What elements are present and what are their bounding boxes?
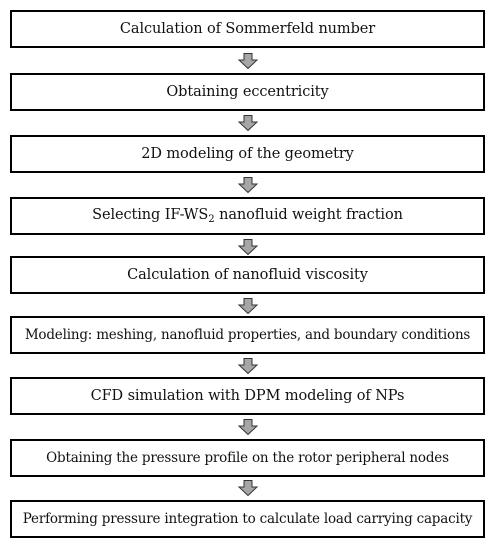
step-label-post: nanofluid weight fraction	[214, 207, 403, 223]
step-sommerfeld-number: Calculation of Sommerfeld number	[10, 10, 485, 48]
step-pressure-profile: Obtaining the pressure profile on the ro…	[10, 439, 485, 477]
down-arrow-icon	[238, 419, 258, 435]
down-arrow-icon	[238, 358, 258, 374]
down-arrow-icon	[238, 298, 258, 314]
step-modeling: Modeling: meshing, nanofluid properties,…	[10, 316, 485, 354]
step-label: Performing pressure integration to calcu…	[22, 511, 473, 527]
down-arrow-icon	[238, 53, 258, 69]
step-label: Obtaining eccentricity	[166, 84, 329, 100]
step-label: Obtaining the pressure profile on the ro…	[46, 450, 449, 466]
step-label: 2D modeling of the geometry	[141, 146, 354, 162]
step-label-sub: 2	[208, 214, 215, 225]
step-label: Modeling: meshing, nanofluid properties,…	[24, 327, 471, 343]
down-arrow-icon	[238, 115, 258, 131]
down-arrow-icon	[238, 177, 258, 193]
step-2d-modeling: 2D modeling of the geometry	[10, 135, 485, 173]
step-label: CFD simulation with DPM modeling of NPs	[90, 388, 405, 404]
down-arrow-icon	[238, 239, 258, 255]
step-label: Calculation of Sommerfeld number	[119, 21, 376, 37]
step-weight-fraction: Selecting IF-WS2 nanofluid weight fracti…	[10, 197, 485, 235]
step-label-pre: Selecting IF-WS	[92, 207, 209, 223]
step-label: Calculation of nanofluid viscosity	[127, 267, 368, 283]
step-eccentricity: Obtaining eccentricity	[10, 73, 485, 111]
step-pressure-integration: Performing pressure integration to calcu…	[10, 500, 485, 538]
down-arrow-icon	[238, 480, 258, 496]
step-viscosity: Calculation of nanofluid viscosity	[10, 256, 485, 294]
step-label: Selecting IF-WS2 nanofluid weight fracti…	[92, 207, 403, 225]
step-cfd-simulation: CFD simulation with DPM modeling of NPs	[10, 377, 485, 415]
